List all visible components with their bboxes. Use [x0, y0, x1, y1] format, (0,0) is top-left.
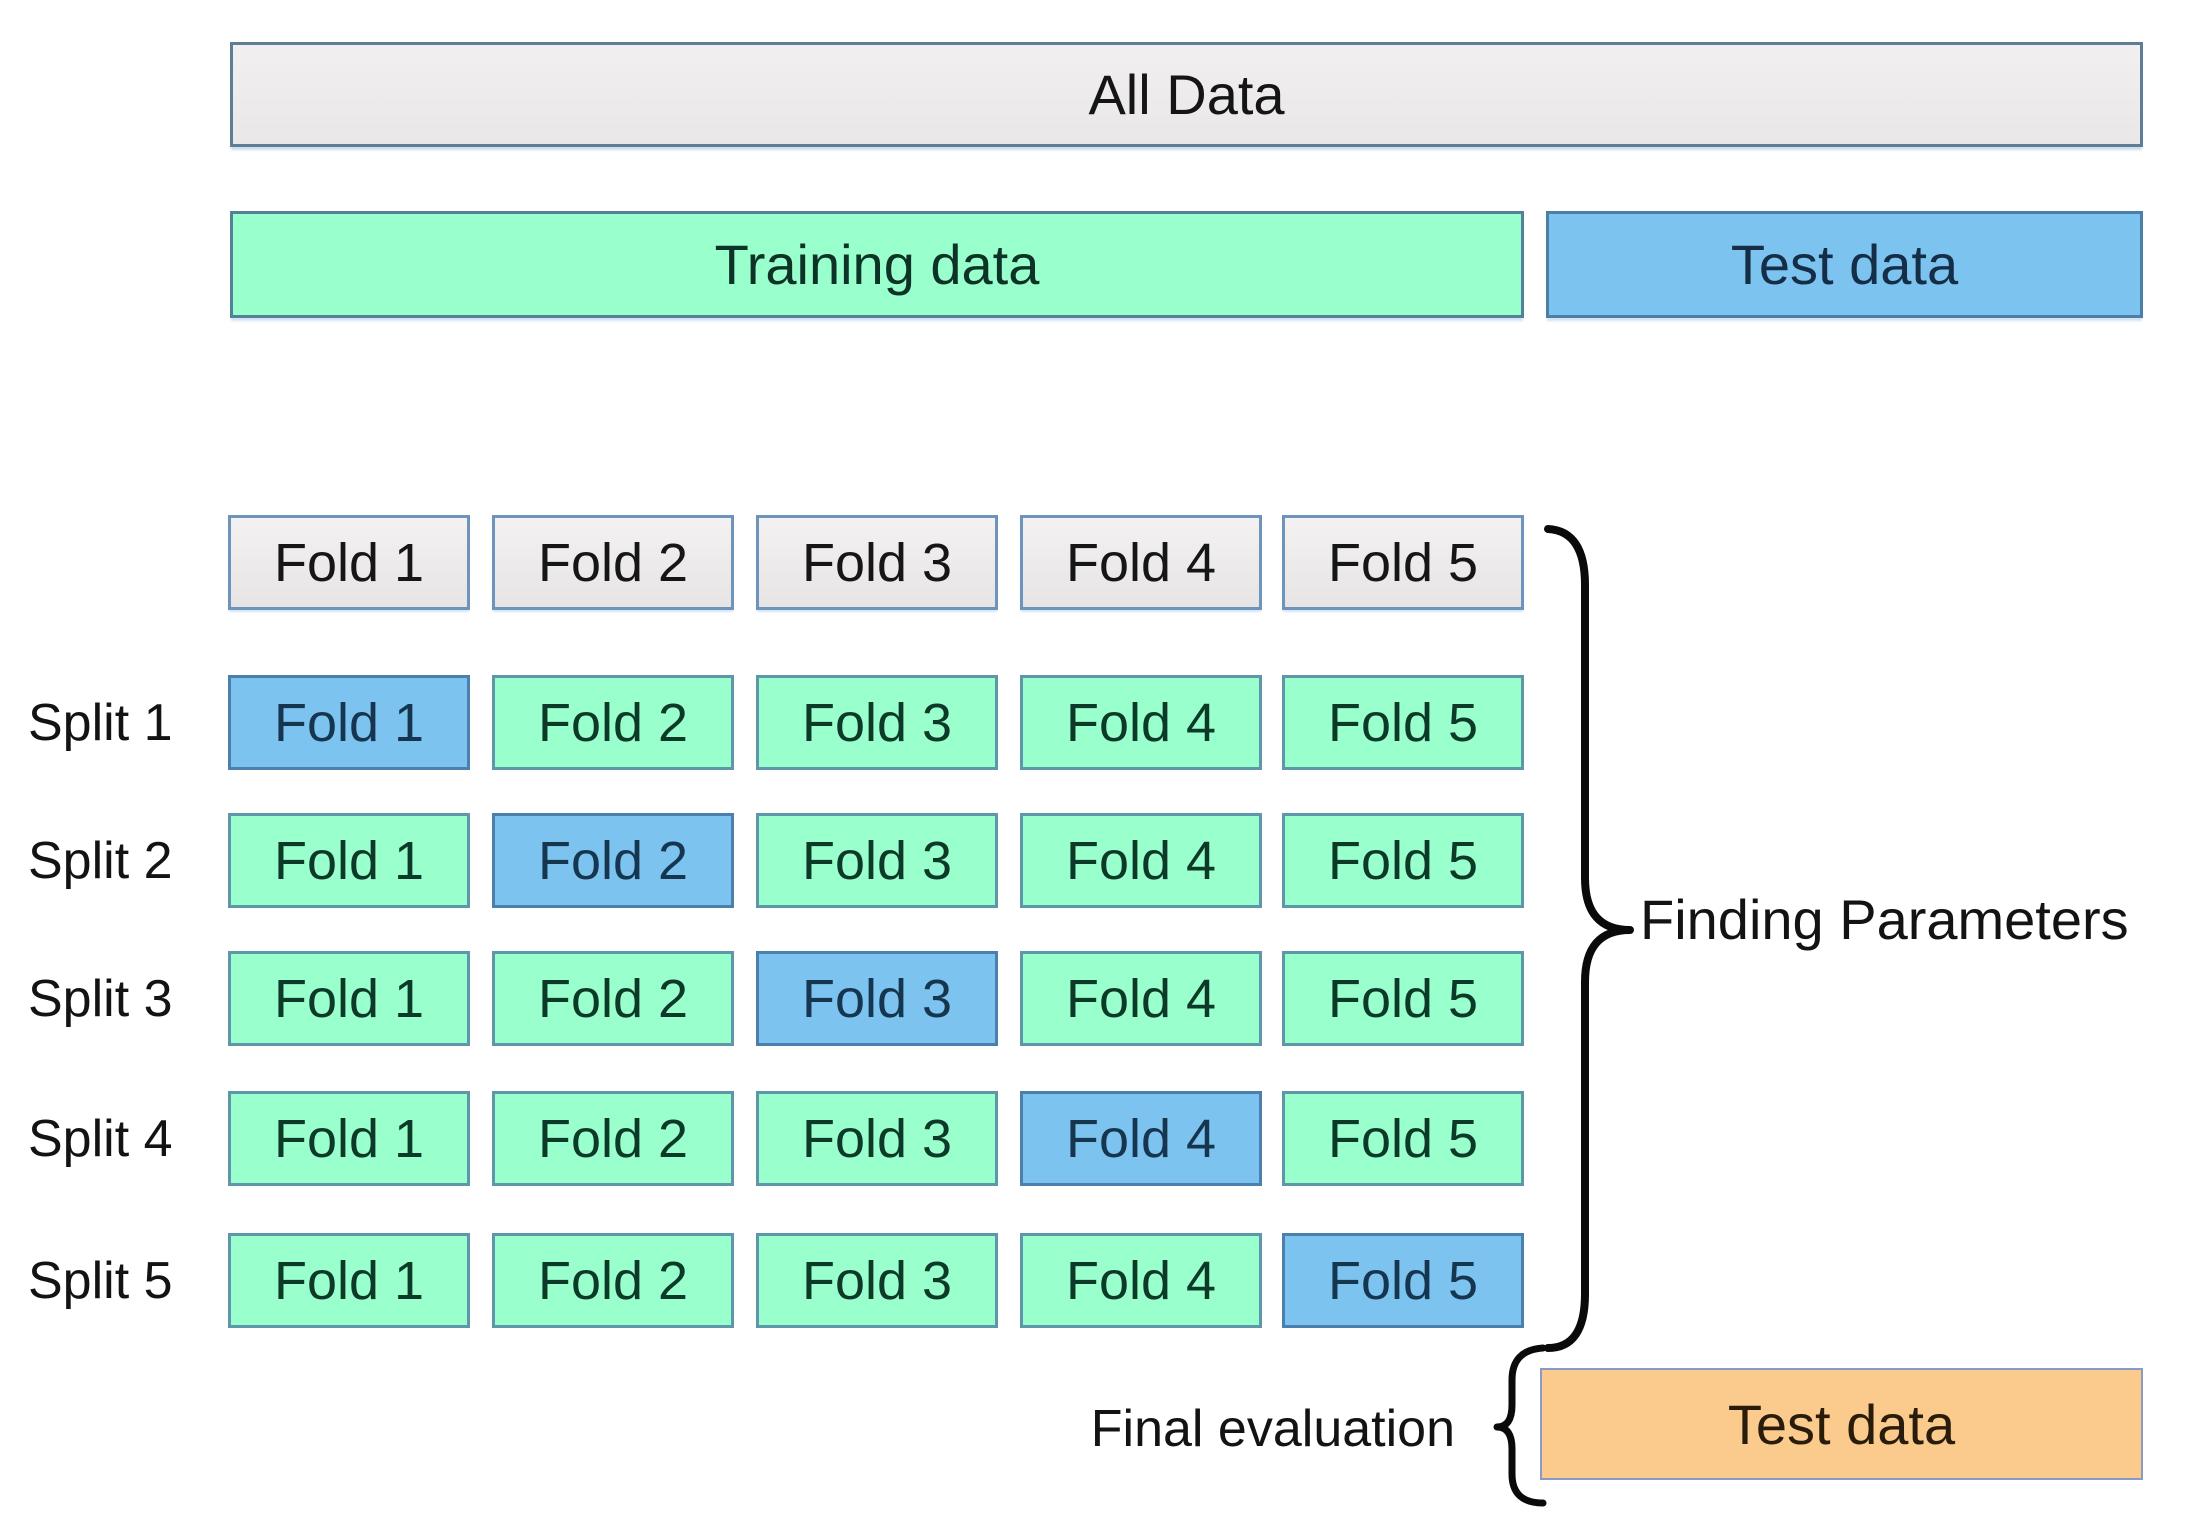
- split-label-2: Split 2: [28, 831, 173, 890]
- finding-parameters-label: Finding Parameters: [1640, 888, 2129, 951]
- test-data-bar: Test data: [1546, 211, 2143, 318]
- final-test-data-label: Test data: [1727, 1392, 1956, 1456]
- fold-cell-split3-fold4: Fold 4: [1020, 951, 1262, 1046]
- fold-cell-split5-fold1: Fold 1: [228, 1233, 470, 1328]
- training-data-bar: Training data: [230, 211, 1524, 318]
- fold-cell-split3-fold2: Fold 2: [492, 951, 734, 1046]
- fold-header-cell-2: Fold 2: [492, 515, 734, 610]
- fold-cell-split2-fold3: Fold 3: [756, 813, 998, 908]
- test-data-label: Test data: [1730, 233, 1959, 296]
- final-evaluation-label: Final evaluation: [1090, 1400, 1455, 1458]
- final-test-data-box: Test data: [1540, 1368, 2143, 1480]
- fold-cell-split3-fold5: Fold 5: [1282, 951, 1524, 1046]
- fold-cell-split4-fold4: Fold 4: [1020, 1091, 1262, 1186]
- fold-cell-split3-fold3: Fold 3: [756, 951, 998, 1046]
- fold-cell-split1-fold1: Fold 1: [228, 675, 470, 770]
- finding-parameters-brace: [1544, 525, 1634, 1352]
- split-label-4: Split 4: [28, 1109, 173, 1168]
- fold-cell-split3-fold1: Fold 1: [228, 951, 470, 1046]
- fold-cell-split2-fold5: Fold 5: [1282, 813, 1524, 908]
- split-label-5: Split 5: [28, 1251, 173, 1310]
- split-label-1: Split 1: [28, 693, 173, 752]
- split-label-3: Split 3: [28, 969, 173, 1028]
- final-evaluation-brace: [1493, 1344, 1547, 1507]
- fold-cell-split4-fold3: Fold 3: [756, 1091, 998, 1186]
- fold-cell-split4-fold5: Fold 5: [1282, 1091, 1524, 1186]
- all-data-label: All Data: [1088, 63, 1285, 126]
- fold-cell-split5-fold2: Fold 2: [492, 1233, 734, 1328]
- fold-cell-split2-fold2: Fold 2: [492, 813, 734, 908]
- fold-cell-split1-fold5: Fold 5: [1282, 675, 1524, 770]
- fold-header-cell-4: Fold 4: [1020, 515, 1262, 610]
- fold-cell-split5-fold3: Fold 3: [756, 1233, 998, 1328]
- fold-cell-split4-fold2: Fold 2: [492, 1091, 734, 1186]
- fold-cell-split4-fold1: Fold 1: [228, 1091, 470, 1186]
- fold-cell-split5-fold5: Fold 5: [1282, 1233, 1524, 1328]
- fold-cell-split5-fold4: Fold 4: [1020, 1233, 1262, 1328]
- fold-header-cell-5: Fold 5: [1282, 515, 1524, 610]
- fold-cell-split1-fold3: Fold 3: [756, 675, 998, 770]
- fold-cell-split2-fold4: Fold 4: [1020, 813, 1262, 908]
- fold-cell-split1-fold2: Fold 2: [492, 675, 734, 770]
- fold-header-cell-3: Fold 3: [756, 515, 998, 610]
- training-data-label: Training data: [714, 233, 1040, 296]
- fold-header-cell-1: Fold 1: [228, 515, 470, 610]
- all-data-bar: All Data: [230, 42, 2143, 147]
- fold-cell-split1-fold4: Fold 4: [1020, 675, 1262, 770]
- fold-cell-split2-fold1: Fold 1: [228, 813, 470, 908]
